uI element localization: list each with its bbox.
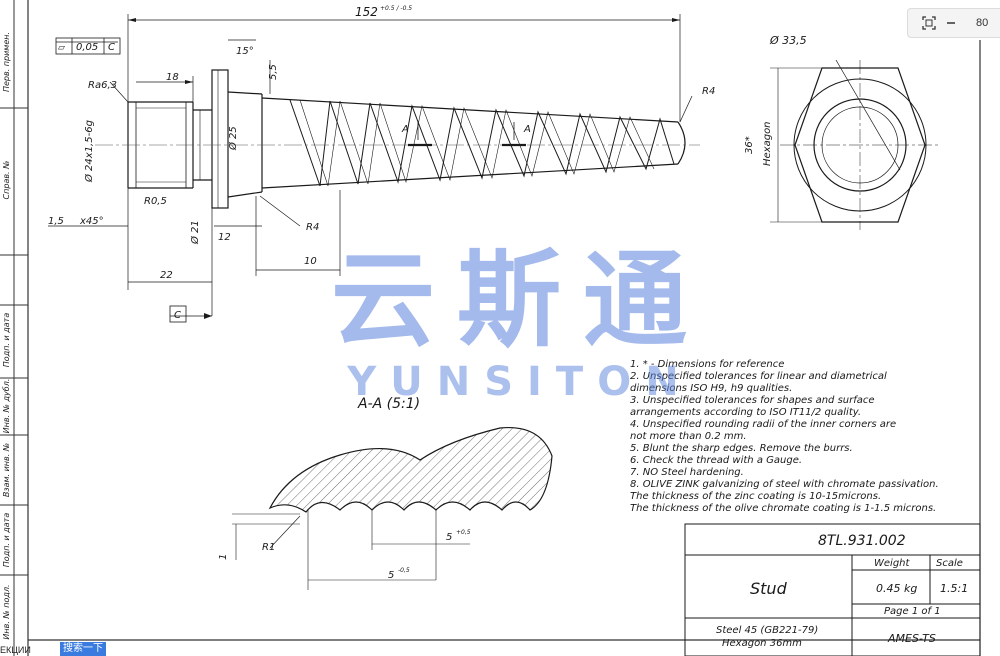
note-line: 1. * - Dimensions for reference [630, 359, 784, 370]
dim-r4-tip: R4 [702, 86, 715, 97]
section-pitch-a-tol: +0,5 [456, 529, 471, 536]
note-line: The thickness of the zinc coating is 10-… [630, 491, 881, 502]
side-label-6: Подп. и дата [2, 513, 11, 568]
minus-icon[interactable] [940, 12, 962, 34]
note-line: 7. NO Steel hardening. [630, 467, 744, 478]
search-button[interactable]: 搜索一下 [60, 642, 106, 656]
flatness-datum: C [108, 42, 115, 53]
dim-5-5: 5,5 [268, 64, 279, 80]
dim-thread: Ø 24x1,5-6g [83, 120, 95, 183]
dim-angle-15: 15° [236, 46, 254, 57]
datum-c-label: C [174, 310, 181, 321]
material-line-2: Hexagon 36mm [722, 638, 802, 649]
dim-22: 22 [160, 270, 173, 281]
note-line: dimensions ISO H9, h9 qualities. [630, 383, 792, 394]
note-line: 3. Unspecified tolerances for shapes and… [630, 395, 875, 406]
section-profile [268, 426, 553, 513]
section-pitch-b-tol: -0,5 [398, 567, 410, 574]
scale-label: Scale [936, 558, 963, 569]
hex-word: Hexagon [762, 121, 773, 166]
weight-label: Weight [874, 558, 911, 569]
page-count: Page 1 of 1 [884, 606, 941, 617]
dim-10: 10 [304, 256, 317, 267]
dim-18: 18 [166, 72, 179, 83]
note-line: 5. Blunt the sharp edges. Remove the bur… [630, 443, 853, 454]
stud-side-view [127, 69, 686, 209]
flatness-value: 0,05 [76, 42, 98, 53]
title-block [684, 523, 981, 656]
note-line: arrangements according to ISO IT11/2 qua… [630, 407, 861, 418]
dim-overall-length: 152 [355, 5, 378, 19]
section-r1: R1 [262, 542, 275, 553]
drawing-code: 8TL.931.002 [818, 533, 906, 549]
note-line: 8. OLIVE ZINK galvanizing of steel with … [630, 479, 939, 490]
section-marker-right: A [523, 124, 531, 135]
dim-12: 12 [218, 232, 231, 243]
hexagon-end-view [770, 59, 940, 230]
dim-dia-25: Ø 25 [227, 126, 239, 151]
scale-value: 1.5:1 [940, 582, 968, 595]
corner-text: ЕКЦИИ [0, 645, 31, 655]
side-label-1: Перв. примен. [2, 32, 11, 92]
section-title: A-A (5:1) [357, 396, 420, 412]
dim-r0-5: R0,5 [144, 196, 167, 207]
dim-hex-dia: Ø 33,5 [769, 34, 807, 47]
technical-notes: 1. * - Dimensions for reference 2. Unspe… [630, 359, 939, 514]
note-line: 6. Check the thread with a Gauge. [630, 455, 802, 466]
note-line: 2. Unspecified tolerances for linear and… [630, 371, 887, 382]
dim-chamfer: 1,5 [48, 216, 64, 227]
side-label-3: Подп. и дата [2, 313, 11, 368]
dim-overall-tol: +0.5 / -0.5 [380, 5, 412, 12]
section-marker-left: A [401, 124, 409, 135]
weight-value: 0.45 kg [876, 582, 917, 595]
side-label-7: Инв. № подл. [2, 584, 11, 639]
material-line-1: Steel 45 (GB221-79) [716, 625, 818, 636]
side-label-2: Справ. № [2, 161, 11, 200]
side-label-5: Взам. инв. № [2, 443, 11, 497]
dim-dia-21: Ø 21 [189, 220, 201, 245]
viewer-toolbar: 80 [907, 8, 1000, 38]
dim-hex-across: 36* [744, 136, 755, 154]
note-line: The thickness of the olive chromate coat… [630, 503, 936, 514]
fit-screen-icon[interactable] [918, 12, 940, 34]
note-line: 4. Unspecified rounding radii of the inn… [630, 419, 896, 430]
roughness-callout: Ra6,3 [88, 80, 117, 91]
flatness-symbol: ⏥ [58, 43, 65, 53]
part-name: Stud [750, 579, 788, 598]
zoom-level: 80 [976, 17, 989, 29]
side-label-4: Инв. № дубл. [2, 379, 11, 434]
note-line: not more than 0.2 mm. [630, 431, 747, 442]
company-name: AMES-TS [887, 632, 936, 645]
dim-r4-root: R4 [306, 222, 319, 233]
section-h1: 1 [218, 554, 229, 560]
dim-chamfer-angle: x45° [79, 216, 104, 227]
section-pitch-b: 5 [388, 570, 394, 581]
section-pitch-a: 5 [446, 532, 452, 543]
